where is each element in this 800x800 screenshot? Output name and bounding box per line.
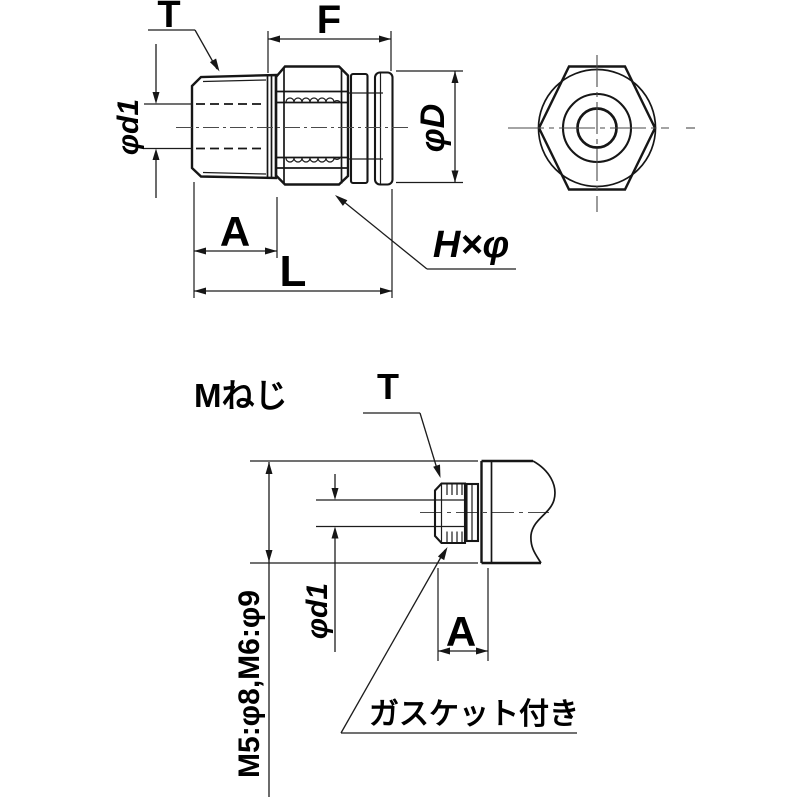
label-gasket-note: ガスケット付き: [369, 698, 579, 731]
label-phi-d: φD: [414, 104, 452, 152]
label-a: A: [220, 208, 250, 255]
side-view: T F φd1 φD: [112, 0, 516, 298]
male-thread: [190, 73, 278, 180]
dim-thread-t: T: [148, 0, 220, 72]
dim-collar-diameter: M5:φ8,M6:φ9: [233, 460, 478, 797]
dim-thread-t-bottom: T: [363, 366, 441, 478]
label-size-note: M5:φ8,M6:φ9: [233, 590, 266, 778]
hex-body: [274, 65, 350, 186]
male-thread-bottom: [433, 482, 467, 545]
dim-f: F: [267, 0, 392, 73]
label-m-thread: Mねじ: [194, 377, 288, 414]
gasket: [465, 482, 480, 543]
label-t: T: [157, 0, 180, 36]
dim-a-bottom: A: [437, 568, 489, 661]
dim-l: L: [194, 189, 393, 298]
label-t-bottom: T: [377, 366, 399, 407]
dim-bore-d1-bottom: φd1: [301, 474, 464, 652]
dim-hex-size: H×φ: [335, 195, 516, 270]
label-a-bottom: A: [446, 608, 476, 655]
label-phi-d1-bottom: φd1: [301, 583, 334, 639]
label-phi-d1: φd1: [112, 99, 145, 155]
cap-ring: [348, 72, 383, 185]
label-l: L: [280, 247, 307, 296]
gasket-note: ガスケット付き: [340, 547, 579, 734]
break-line: [530, 460, 556, 564]
fitting-body: [480, 459, 556, 565]
release-collar: [373, 71, 394, 186]
label-hex: H×φ: [433, 224, 509, 266]
hex-end-view: [508, 55, 695, 212]
dim-bore-d1: φd1: [112, 44, 193, 198]
mounted-view: Mねじ T M5:φ8,M6:φ9 φd1: [194, 366, 579, 797]
dim-a: A: [193, 182, 278, 298]
label-f: F: [317, 0, 341, 42]
dim-outer-diameter: φD: [396, 70, 463, 184]
